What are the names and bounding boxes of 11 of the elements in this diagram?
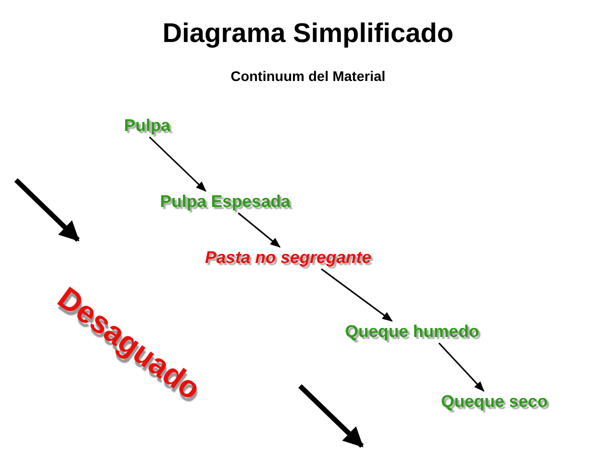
arrow bbox=[438, 342, 484, 392]
stage-label: Pulpa bbox=[124, 116, 170, 136]
stage-label: Queque humedo bbox=[345, 322, 480, 342]
stage-label: Pulpa Espesada bbox=[160, 192, 290, 212]
arrow bbox=[238, 212, 281, 248]
stage-label: Queque seco bbox=[441, 392, 548, 412]
arrow bbox=[148, 136, 206, 192]
subtitle: Continuum del Material bbox=[230, 68, 386, 84]
stage-label: Pasta no segregante bbox=[205, 248, 372, 268]
arrow bbox=[320, 268, 393, 322]
title: Diagrama Simplificado bbox=[161, 18, 455, 49]
